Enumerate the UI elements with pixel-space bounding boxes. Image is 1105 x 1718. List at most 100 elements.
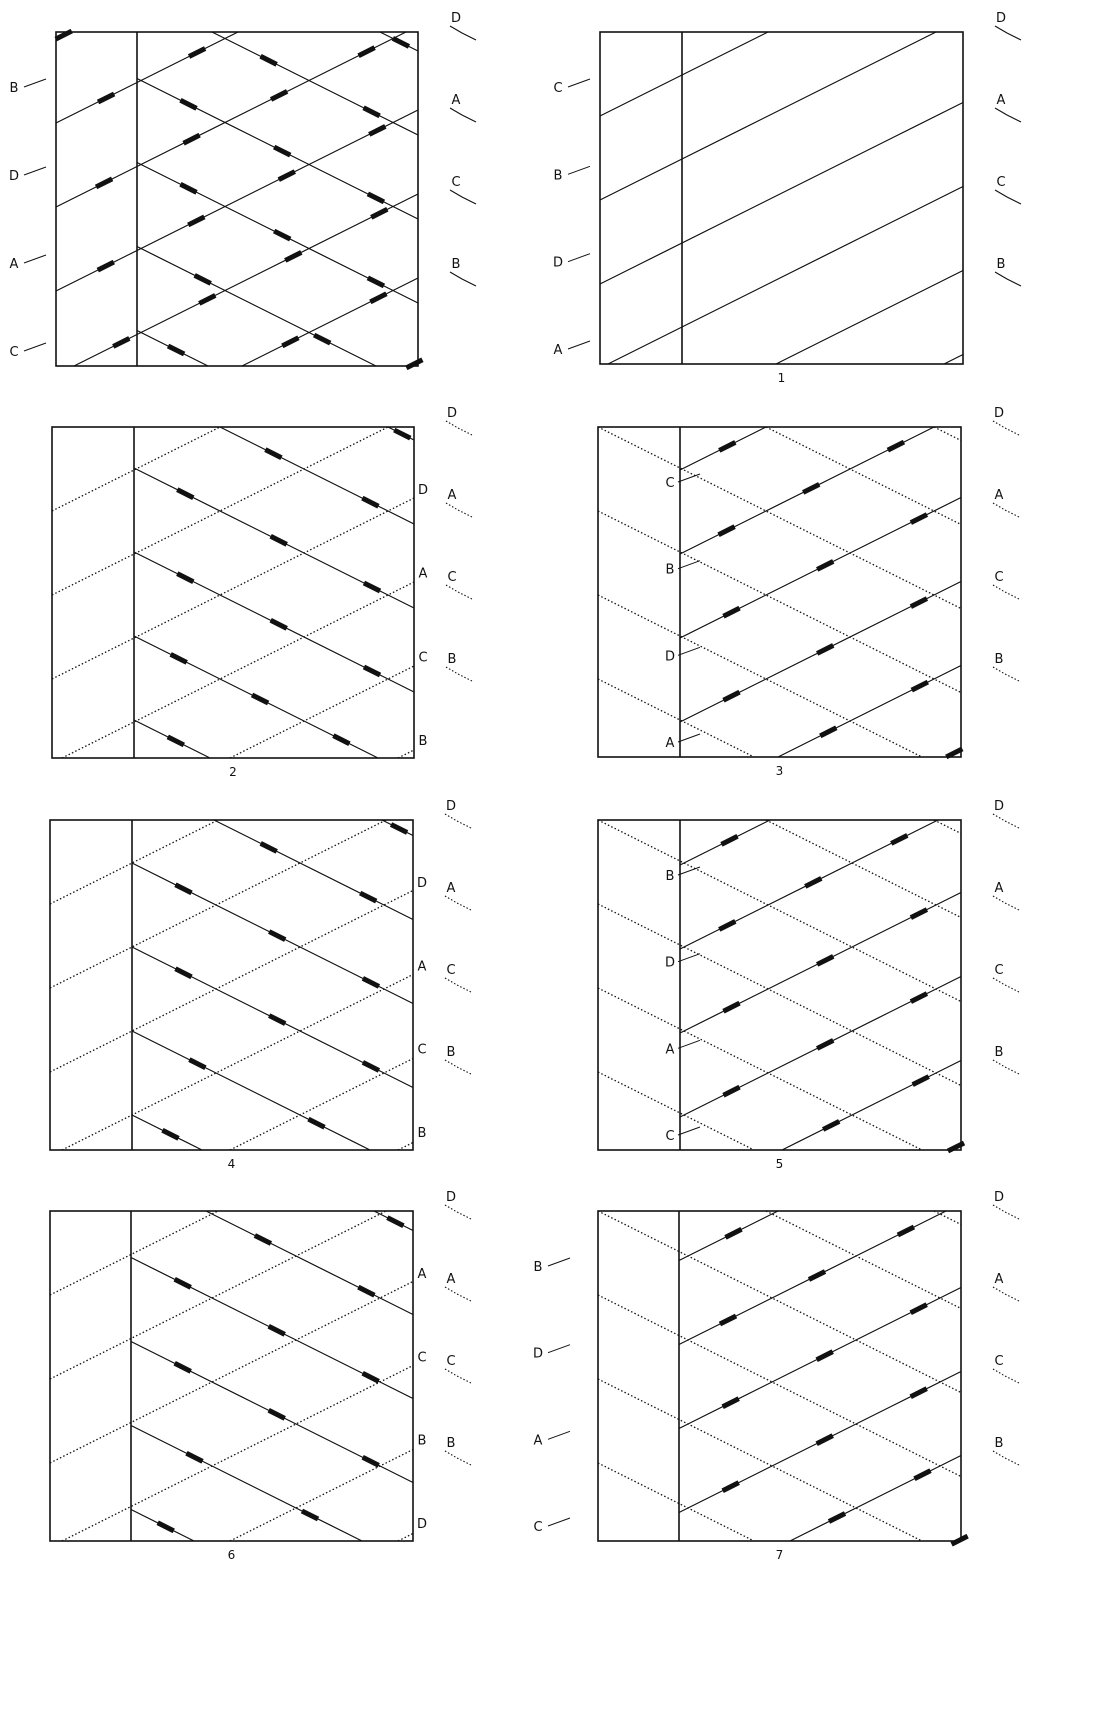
solid-ne-line bbox=[778, 666, 961, 758]
dotted-se-line bbox=[598, 1072, 754, 1150]
exit-arrow-label-c: C bbox=[451, 175, 460, 190]
solid-se-mark bbox=[270, 618, 288, 631]
dotted-ne-line bbox=[50, 1282, 413, 1464]
exit-arrow-icon bbox=[993, 667, 1019, 681]
panel-caption: 4 bbox=[228, 1157, 236, 1171]
arrow-icon bbox=[678, 1127, 700, 1135]
solid-ne-mark bbox=[897, 1225, 915, 1238]
solid-ne-mark bbox=[284, 250, 302, 263]
exit-arrow-label-b: B bbox=[997, 257, 1006, 272]
solid-se-mark bbox=[363, 581, 381, 594]
solid-ne-mark bbox=[722, 606, 740, 619]
solid-se-mark bbox=[264, 447, 282, 460]
solid-ne-mark bbox=[722, 1001, 740, 1014]
arrow-icon bbox=[24, 79, 46, 87]
panel-caption: 7 bbox=[776, 1548, 784, 1562]
left-endpoint-label-a: A bbox=[10, 257, 19, 272]
exit-arrow-label-b: B bbox=[995, 652, 1004, 667]
solid-ne-mark bbox=[720, 834, 738, 847]
solid-ne-mark bbox=[95, 177, 113, 190]
exit-arrow-icon bbox=[995, 108, 1021, 122]
solid-ne-mark bbox=[187, 215, 205, 228]
dotted-se-line bbox=[598, 904, 961, 1086]
exit-arrow-icon bbox=[445, 1451, 471, 1465]
exit-arrow-icon bbox=[993, 503, 1019, 517]
exit-arrow-label-a: A bbox=[452, 93, 461, 108]
solid-ne-mark bbox=[369, 292, 387, 305]
panel-frame bbox=[56, 32, 418, 366]
exit-arrow-icon bbox=[445, 1205, 471, 1219]
solid-ne-mark bbox=[910, 907, 928, 920]
arrow-icon bbox=[678, 474, 700, 482]
solid-se-mark bbox=[170, 652, 188, 665]
panel-frame bbox=[52, 427, 414, 758]
dotted-se-line bbox=[598, 988, 922, 1150]
exit-arrow-label-b: B bbox=[447, 1045, 456, 1060]
exit-arrow-label-c: C bbox=[994, 570, 1003, 585]
solid-ne-mark bbox=[913, 1468, 931, 1481]
solid-ne-mark bbox=[910, 596, 928, 609]
arrow-icon bbox=[548, 1258, 570, 1266]
exit-arrow-icon bbox=[450, 190, 476, 204]
exit-arrow-label-d: D bbox=[994, 799, 1004, 814]
dotted-ne-line bbox=[50, 820, 386, 988]
solid-ne-mark bbox=[722, 1480, 740, 1493]
left-endpoint-label-c: C bbox=[665, 476, 674, 491]
left-endpoint-label-d: D bbox=[533, 1347, 543, 1362]
dotted-se-line bbox=[598, 679, 754, 757]
left-endpoint-label-d: D bbox=[665, 649, 675, 664]
arrow-icon bbox=[678, 954, 700, 962]
solid-se-mark bbox=[157, 1521, 175, 1534]
exit-arrow-label-d: D bbox=[446, 1190, 456, 1205]
exit-arrow-label-d: D bbox=[994, 406, 1004, 421]
exit-arrow-icon bbox=[446, 667, 472, 681]
solid-ne-line bbox=[56, 32, 238, 123]
solid-ne-mark bbox=[97, 92, 115, 105]
solid-se-mark bbox=[161, 1128, 179, 1141]
exit-arrow-icon bbox=[446, 585, 472, 599]
solid-se-mark bbox=[194, 273, 212, 286]
solid-se-mark bbox=[361, 496, 379, 509]
panel-frame bbox=[50, 820, 413, 1150]
exit-arrow-icon bbox=[995, 26, 1021, 40]
solid-se-mark bbox=[273, 229, 291, 242]
left-endpoint-label-a: A bbox=[554, 343, 563, 358]
solid-ne-line bbox=[600, 103, 963, 285]
arrow-icon bbox=[568, 254, 590, 262]
left-endpoint-label-b: B bbox=[554, 168, 563, 183]
solid-se-mark bbox=[268, 1408, 286, 1421]
right-endpoint-label-c: C bbox=[418, 650, 427, 665]
solid-ne-mark bbox=[718, 440, 736, 453]
solid-se-mark bbox=[176, 571, 194, 584]
exit-arrow-icon bbox=[995, 272, 1021, 286]
arrow-icon bbox=[678, 734, 700, 742]
right-endpoint-label-a: A bbox=[418, 1267, 427, 1282]
arrow-icon bbox=[548, 1518, 570, 1526]
exit-arrow-label-a: A bbox=[995, 488, 1004, 503]
solid-ne-mark bbox=[722, 1396, 740, 1409]
exit-arrow-icon bbox=[445, 1369, 471, 1383]
dotted-se-line bbox=[598, 1379, 922, 1541]
solid-ne-mark bbox=[947, 1141, 965, 1154]
panel-caption: 5 bbox=[776, 1157, 784, 1171]
arrow-icon bbox=[24, 255, 46, 263]
solid-ne-mark bbox=[910, 991, 928, 1004]
solid-se-mark bbox=[174, 883, 192, 896]
exit-arrow-label-b: B bbox=[448, 652, 457, 667]
solid-ne-mark bbox=[816, 954, 834, 967]
dotted-ne-line bbox=[62, 1366, 413, 1542]
exit-arrow-label-a: A bbox=[447, 881, 456, 896]
panel-caption: 6 bbox=[228, 1548, 236, 1562]
solid-ne-line bbox=[790, 1456, 961, 1542]
solid-se-mark bbox=[390, 822, 408, 835]
left-endpoint-label-c: C bbox=[9, 345, 18, 360]
solid-se-mark bbox=[363, 665, 381, 678]
solid-ne-mark bbox=[828, 1511, 846, 1524]
solid-se-mark bbox=[176, 487, 194, 500]
exit-arrow-label-a: A bbox=[447, 1272, 456, 1287]
exit-arrow-icon bbox=[450, 272, 476, 286]
panel-frame bbox=[598, 1211, 961, 1541]
solid-se-mark bbox=[362, 1371, 380, 1384]
dotted-ne-line bbox=[230, 1059, 413, 1151]
